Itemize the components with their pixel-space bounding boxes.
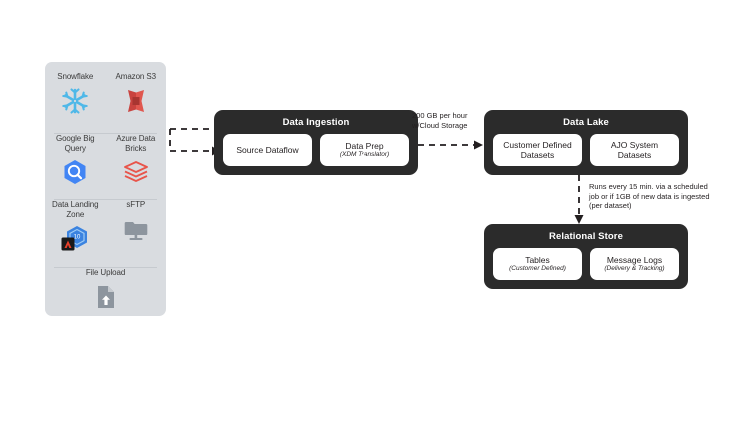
card-title: Message Logs xyxy=(606,254,663,265)
group-title: Data Ingestion xyxy=(282,117,350,128)
source-item-snowflake[interactable]: Snowflake xyxy=(45,72,106,134)
source-row: File Upload xyxy=(45,268,166,316)
card-ajo-system-datasets[interactable]: AJO System Datasets xyxy=(590,134,679,166)
source-row: Google Big Query Azure Data Bricks xyxy=(45,134,166,200)
source-label: Google Big Query xyxy=(55,134,95,153)
source-label: sFTP xyxy=(126,200,146,209)
card-title: Customer Defined Datasets xyxy=(503,139,572,161)
group-title: Relational Store xyxy=(549,231,623,242)
source-label: File Upload xyxy=(85,268,126,277)
dataflow-to-dataprep-arrow xyxy=(343,150,371,162)
card-subtitle: (Delivery & Tracking) xyxy=(604,265,665,273)
card-title: Data Prep xyxy=(345,140,384,151)
snowflake-icon xyxy=(60,86,90,116)
group-title: Data Lake xyxy=(563,117,609,128)
source-item-data-landing-zone[interactable]: Data Landing Zone 10 xyxy=(45,200,106,268)
source-row: Snowflake xyxy=(45,72,166,134)
group-cards: Source Dataflow Data Prep (XDM Translato… xyxy=(223,134,409,166)
source-label: Azure Data Bricks xyxy=(116,134,156,153)
amazon-s3-icon xyxy=(121,86,151,116)
card-source-dataflow[interactable]: Source Dataflow xyxy=(223,134,312,166)
card-subtitle: (XDM Translator) xyxy=(339,151,390,159)
annotation-schedule: Runs every 15 min. via a scheduled job o… xyxy=(589,182,710,210)
google-big-query-icon xyxy=(60,157,90,187)
data-landing-zone-icon: 10 xyxy=(60,223,90,253)
source-item-file-upload[interactable]: File Upload xyxy=(45,268,166,316)
lake-to-store-arrow xyxy=(572,175,586,225)
card-customer-defined-datasets[interactable]: Customer Defined Datasets xyxy=(493,134,582,166)
group-data-lake[interactable]: Data Lake Customer Defined Datasets AJO … xyxy=(484,110,688,175)
group-data-ingestion[interactable]: Data Ingestion Source Dataflow Data Prep… xyxy=(214,110,418,175)
source-label: Snowflake xyxy=(57,72,94,81)
source-label: Amazon S3 xyxy=(115,72,157,81)
source-item-sftp[interactable]: sFTP xyxy=(106,200,167,268)
data-sources-panel: Snowflake xyxy=(45,62,166,316)
annotation-throughput: 200 GB per hour w/Cloud Storage xyxy=(412,111,468,130)
group-cards: Customer Defined Datasets AJO System Dat… xyxy=(493,134,679,166)
group-relational-store[interactable]: Relational Store Tables (Customer Define… xyxy=(484,224,688,289)
card-title: Tables xyxy=(525,254,550,265)
source-row: Data Landing Zone 10 sFTP xyxy=(45,200,166,268)
source-item-azure-data-bricks[interactable]: Azure Data Bricks xyxy=(106,134,167,200)
source-item-google-big-query[interactable]: Google Big Query xyxy=(45,134,106,200)
card-subtitle: (Customer Defined) xyxy=(509,265,566,273)
sftp-icon xyxy=(121,214,151,244)
card-message-logs[interactable]: Message Logs (Delivery & Tracking) xyxy=(590,248,679,280)
card-title: AJO System Datasets xyxy=(610,139,659,161)
file-upload-icon xyxy=(91,282,121,312)
source-item-amazon-s3[interactable]: Amazon S3 xyxy=(106,72,167,134)
group-cards: Tables (Customer Defined) Message Logs (… xyxy=(493,248,679,280)
azure-databricks-icon xyxy=(121,157,151,187)
card-tables[interactable]: Tables (Customer Defined) xyxy=(493,248,582,280)
svg-text:10: 10 xyxy=(74,235,81,241)
ingestion-to-lake-arrow xyxy=(418,138,484,152)
card-title: Source Dataflow xyxy=(236,144,299,155)
source-label: Data Landing Zone xyxy=(52,200,99,219)
